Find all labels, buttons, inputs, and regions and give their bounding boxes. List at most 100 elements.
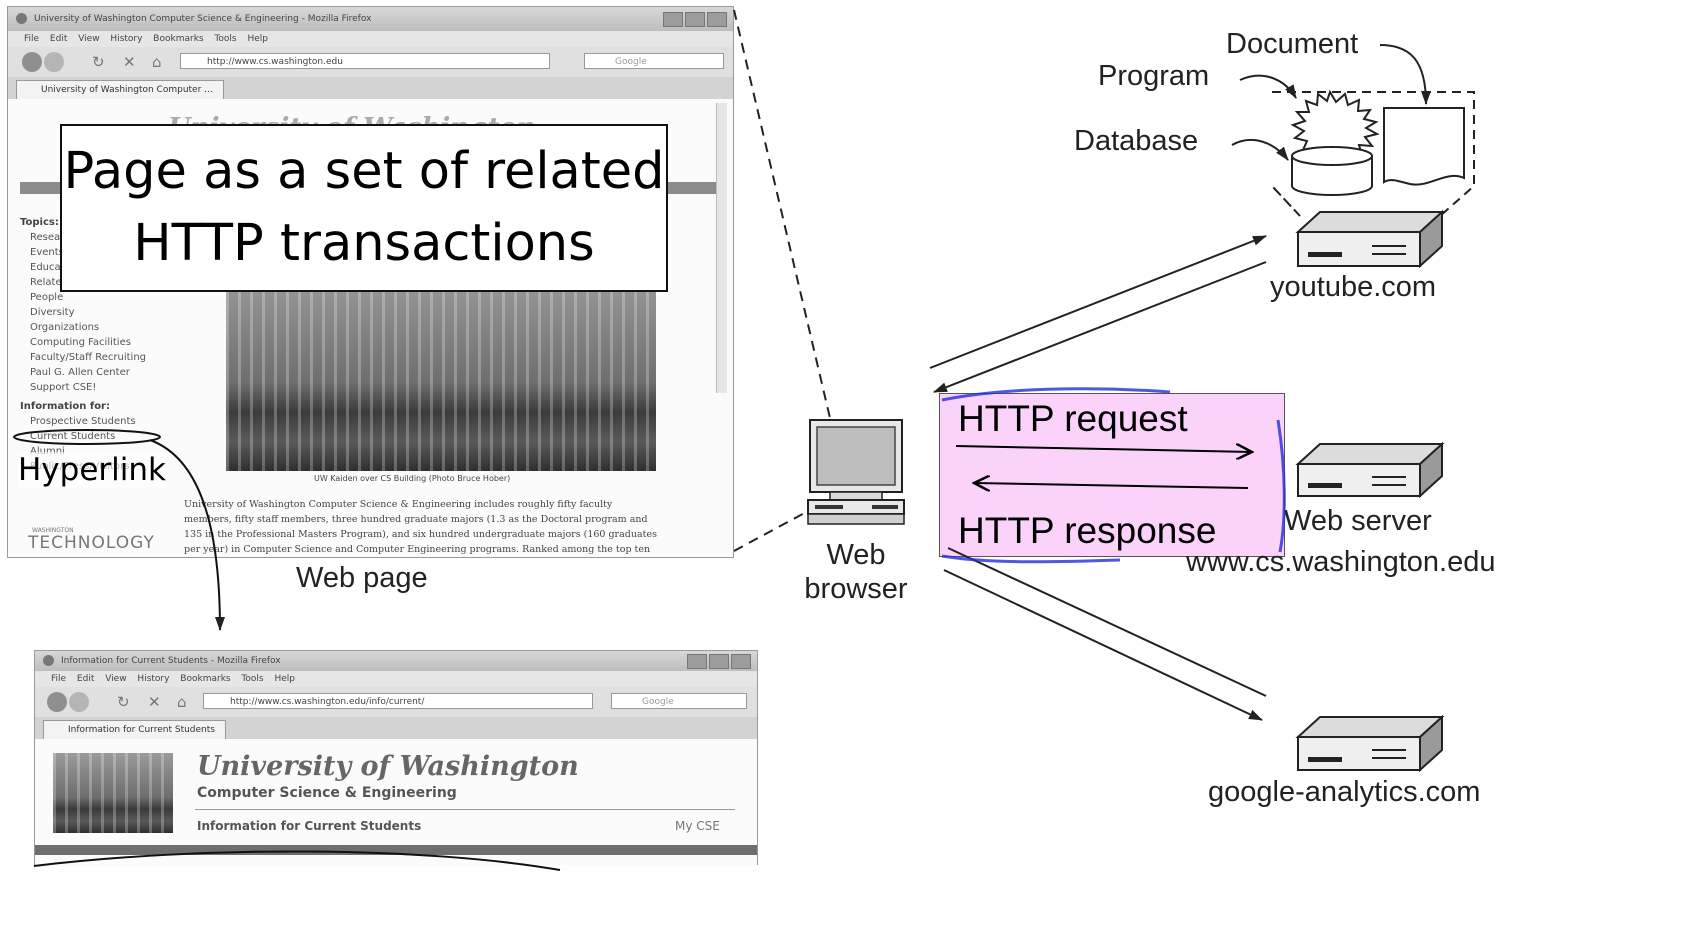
response-arrow-youtube [933,261,1267,393]
browser-navbar: ↻ ✕ ⌂ http://www.cs.washington.edu Googl… [8,47,733,78]
browser2-window-title: Information for Current Students - Mozil… [61,656,281,666]
web-browser-label: Web browser [804,539,908,605]
page-body-text: University of Washington Computer Scienc… [184,499,657,555]
request-arrow-google [943,569,1263,721]
browser-tabbar: University of Washington Computer ... [8,77,733,100]
campus-photo [226,275,656,471]
search-bar: Google [611,693,747,709]
back-icon [22,52,42,72]
url-bar: http://www.cs.washington.edu/info/curren… [203,693,593,709]
info-heading: Information for Current Students [197,819,422,833]
hyperlink-label: Hyperlink [18,452,166,488]
zoom-line-top [733,9,831,419]
program-label: Program [1098,60,1210,92]
callout-line-2: HTTP transactions [133,214,595,273]
hyperlink-arrow [149,439,225,631]
stop-icon: ✕ [148,693,161,711]
sidebar-topic-item: Paul G. Allen Center [30,367,130,378]
blue-highlight-stroke [941,387,1286,564]
web-page-label: Web page [296,562,428,594]
firefox-icon [43,655,54,666]
response-arrow-google [947,547,1267,697]
search-bar: Google [584,53,724,69]
browser2-menubar: File Edit View History Bookmarks Tools H… [35,671,757,687]
request-arrow-youtube [929,235,1267,369]
sidebar-info-item: Current Students [30,431,116,442]
http-response-label: HTTP response [958,510,1217,551]
page-footer-bar [35,845,757,855]
browser-window-title: University of Washington Computer Scienc… [34,14,372,24]
database-label: Database [1074,125,1199,157]
sidebar-topic-item: Computing Facilities [30,337,131,348]
sidebar-topic-item: Diversity [30,307,75,318]
sidebar-info-item: Prospective Students [30,416,136,427]
window-controls [687,654,751,669]
sidebar-topic-item: Organizations [30,322,100,333]
document-page-icon [1383,107,1465,186]
program-pointer [1239,74,1297,99]
sidebar-topic-item: Events [30,247,64,258]
photo-caption: UW Kaiden over CS Building (Photo Bruce … [314,474,511,483]
computer-icon [807,419,905,525]
browser2-content: University of Washington Computer Scienc… [35,739,757,865]
document-label: Document [1226,28,1359,60]
browser2-tab: Information for Current Students [43,720,226,740]
home-icon: ⌂ [152,53,162,71]
server-content-enclosure [1271,91,1475,217]
browser2-tabbar: Information for Current Students [35,717,757,740]
forward-icon [69,692,89,712]
google-analytics-label: google-analytics.com [1208,776,1481,808]
sidebar-topic-item: Research [30,232,76,243]
browser-menubar: File Edit View History Bookmarks Tools H… [8,31,733,47]
sidebar-topic-item: Education [30,262,80,273]
back-icon [47,692,67,712]
http-request-arrow [955,446,1252,452]
reload-icon: ↻ [92,53,105,71]
document-pointer [1379,44,1431,105]
washington-logo-small: WASHINGTON [32,527,74,534]
vertical-scrollbar [716,103,727,393]
google-analytics-server-icon [1295,714,1445,773]
site-title: University of Washington [197,751,579,782]
technology-logo: TECHNOLOGY [28,533,155,553]
browser2-titlebar: Information for Current Students - Mozil… [35,651,757,671]
window-controls [663,12,727,27]
browser2-navbar: ↻ ✕ ⌂ http://www.cs.washington.edu/info/… [35,687,757,718]
firefox-icon [16,13,27,24]
hyperlink-highlight [13,429,161,445]
browser-titlebar: University of Washington Computer Scienc… [8,7,733,31]
reload-icon: ↻ [117,693,130,711]
database-cylinder-icon [1291,146,1373,196]
browser-tab: University of Washington Computer ... [16,80,224,100]
zoom-line-bottom [733,509,811,552]
web-server-host-label: www.cs.washington.edu [1186,546,1496,578]
web-server-label: Web server [1284,505,1432,537]
http-response-arrow [974,483,1249,488]
database-pointer [1231,139,1289,161]
sidebar-topic-item: People [30,292,64,303]
youtube-label: youtube.com [1270,271,1437,303]
youtube-server-icon [1295,209,1445,269]
http-request-label: HTTP request [958,398,1188,439]
sidebar-topic-item: Faculty/Staff Recruiting [30,352,147,363]
linked-page-screenshot: Information for Current Students - Mozil… [34,650,758,865]
home-icon: ⌂ [177,693,187,711]
stop-icon: ✕ [123,53,136,71]
sidebar-info-heading: Information for: [20,401,110,412]
page-curl-edge [33,850,561,871]
my-cse-link: My CSE [675,819,720,833]
sidebar-topics-heading: Topics: [20,217,59,228]
header-divider [195,809,735,810]
header-photo [53,753,173,833]
site-subtitle: Computer Science & Engineering [197,785,457,801]
sidebar-topic-item: Support CSE! [30,382,97,393]
web-server-icon [1295,441,1445,499]
sidebar-info-item: Alumni [20,444,175,459]
forward-icon [44,52,64,72]
callout-line-1: Page as a set of related [63,142,665,201]
url-bar: http://www.cs.washington.edu [180,53,550,69]
callout-box: Page as a set of related HTTP transactio… [60,124,668,292]
sidebar-topic-item: Related [30,277,68,288]
